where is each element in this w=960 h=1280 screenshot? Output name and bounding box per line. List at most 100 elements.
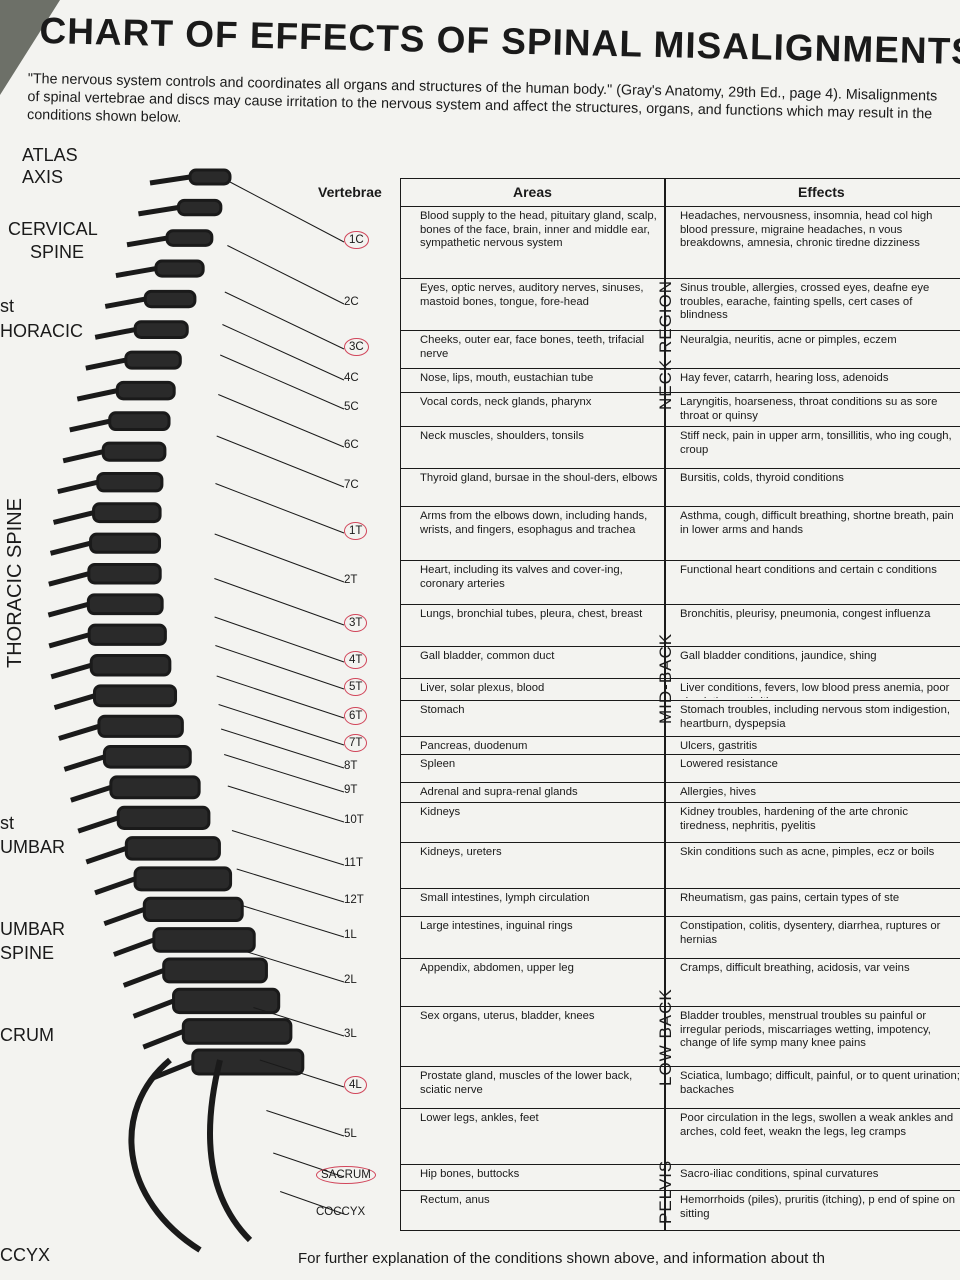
vertebra-shape (92, 502, 162, 524)
vertebra-label: SACRUM (316, 1166, 376, 1184)
row-divider (400, 468, 960, 469)
vertebra-code: 8T (344, 760, 358, 772)
leader-line (216, 675, 345, 719)
leader-line (224, 291, 345, 350)
row-divider (400, 646, 960, 647)
vertebra-shape (188, 168, 232, 186)
row-effects: Neuralgia, neuritis, acne or pimples, ec… (680, 334, 897, 346)
vertebra-label: 8T (344, 760, 357, 772)
vertebra-code: 4L (344, 1076, 367, 1094)
vertebra-code: 7T (344, 734, 368, 752)
row-divider (400, 206, 960, 207)
row-areas: Thyroid gland, bursae in the shoul-ders,… (420, 472, 658, 484)
leader-line (220, 354, 345, 410)
axis-label: AXIS (22, 167, 64, 187)
row-areas: Kidneys (420, 806, 461, 818)
header-vertebrae: Vertebrae (318, 184, 382, 200)
row-divider (400, 330, 960, 331)
row-effects: Rheumatism, gas pains, certain types of … (680, 892, 900, 904)
vertebra-shape (97, 714, 184, 738)
spinous-process (77, 815, 119, 834)
leader-line (214, 578, 345, 626)
vertebra-label: 1C (344, 231, 369, 249)
lumbar-label-b: SPINE (0, 943, 55, 963)
leader-line (280, 1191, 345, 1215)
leader-line (253, 1007, 345, 1037)
spinous-process (69, 418, 111, 433)
spinous-process (149, 174, 191, 186)
vertebra-code: 3T (344, 614, 368, 632)
leader-line (214, 616, 345, 663)
row-effects: Lowered resistance (680, 758, 778, 770)
row-areas: Small intestines, lymph circulation (420, 892, 590, 904)
vertebra-code: 2C (344, 296, 359, 308)
spinous-process (132, 998, 175, 1019)
cervical-label: CERVICAL (8, 219, 98, 239)
leader-line (273, 1152, 345, 1178)
vertebra-code: 10T (344, 814, 364, 826)
first-thoracic-label-b: HORACIC (0, 321, 84, 341)
spinous-process (104, 296, 146, 309)
row-effects: Ulcers, gastritis (680, 740, 758, 752)
row-divider (400, 1164, 960, 1165)
spinous-process (47, 601, 90, 618)
row-effects: Bronchitis, pleurisy, pneumonia, congest… (680, 608, 931, 620)
spinous-process (49, 540, 92, 556)
vertebra-code: 3C (344, 338, 369, 356)
row-divider (400, 842, 960, 843)
row-areas: Liver, solar plexus, blood (420, 682, 545, 694)
vertebra-label: 5T (344, 678, 368, 696)
row-areas: Prostate gland, muscles of the lower bac… (420, 1070, 633, 1096)
row-effects: Poor circulation in the legs, swollen a … (680, 1112, 954, 1138)
leader-line (222, 324, 345, 381)
spinous-process (115, 266, 157, 279)
row-effects: Sciatica, lumbago; difficult, painful, o… (680, 1070, 960, 1096)
row-divider (400, 678, 960, 679)
background-corner (0, 0, 60, 95)
first-thoracic-label-a: st (0, 296, 15, 316)
table-frame (400, 178, 960, 1231)
vertebra-label: 4T (344, 651, 368, 669)
leader-line (215, 483, 345, 534)
leader-line (218, 704, 345, 746)
spinous-process (142, 1029, 185, 1050)
vertebra-shape (181, 1018, 293, 1045)
row-divider (400, 916, 960, 917)
row-areas: Large intestines, inguinal rings (420, 920, 573, 932)
coccyx-label: CCYX (0, 1245, 51, 1265)
row-effects: Bladder troubles, menstrual troubles su … (680, 1010, 931, 1049)
vertebra-label: 12T (344, 894, 364, 906)
vertebra-label: 7C (344, 479, 359, 491)
row-divider (400, 754, 960, 755)
vertebra-shape (133, 320, 189, 339)
row-divider (400, 888, 960, 889)
vertebra-shape (87, 562, 162, 585)
row-effects: Kidney troubles, hardening of the arte c… (680, 806, 908, 832)
row-effects: Hemorrhoids (piles), pruritis (itching),… (680, 1194, 956, 1220)
column-divider (664, 178, 666, 1230)
vertebra-label: 10T (344, 814, 364, 826)
row-areas: Eyes, optic nerves, auditory nerves, sin… (420, 282, 644, 308)
spinous-process (58, 723, 100, 741)
spinous-process (113, 937, 155, 957)
spinous-process (138, 205, 179, 217)
vertebra-label: 6T (344, 707, 368, 725)
row-divider (400, 604, 960, 605)
leader-line (218, 394, 345, 448)
first-lumbar-label-a: st (0, 813, 15, 833)
vertebra-shape (109, 775, 201, 800)
vertebra-shape (87, 623, 167, 646)
leader-line (215, 645, 345, 690)
vertebra-shape (191, 1048, 305, 1076)
row-effects: Laryngitis, hoarseness, throat condition… (680, 396, 938, 422)
lumbar-label-a: UMBAR (0, 919, 66, 939)
row-effects: Gall bladder conditions, jaundice, shing (680, 650, 877, 662)
row-effects: Functional heart conditions and certain … (680, 564, 937, 576)
row-divider (400, 1006, 960, 1007)
vertebra-shape (101, 441, 167, 462)
sacrum-coccyx-shape (128, 1057, 253, 1253)
row-effects: Liver conditions, fevers, low blood pres… (680, 682, 950, 698)
vertebra-shape (133, 866, 233, 892)
vertebra-shape (116, 805, 211, 830)
row-areas: Sex organs, uterus, bladder, knees (420, 1010, 595, 1022)
